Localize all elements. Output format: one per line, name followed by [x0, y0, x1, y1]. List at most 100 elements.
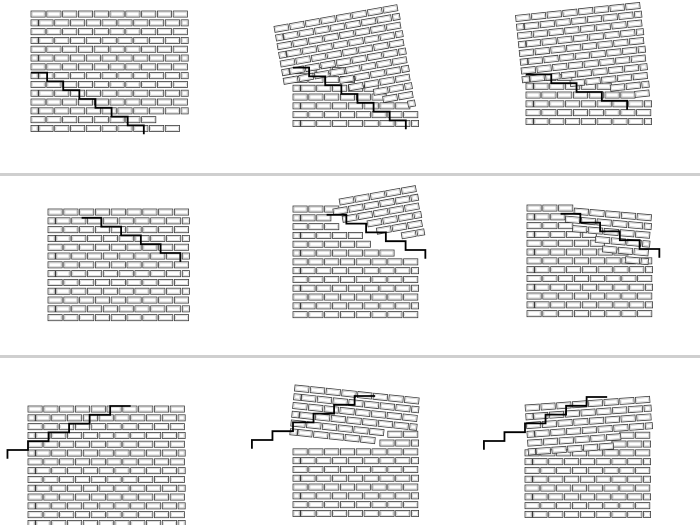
brick [310, 52, 327, 63]
brick [357, 210, 374, 221]
brick-inner [68, 521, 81, 525]
brick [324, 258, 340, 266]
brick [110, 296, 126, 304]
brick-inner [179, 450, 185, 456]
brick-inner [372, 467, 386, 472]
brick-inner [84, 450, 97, 456]
brick [307, 403, 324, 413]
brick-inner [118, 20, 132, 25]
brick [173, 278, 189, 286]
brick-inner [96, 209, 109, 215]
brick [574, 274, 590, 282]
brick-inner [293, 112, 307, 117]
brick-inner [614, 302, 628, 307]
brick [38, 125, 54, 132]
brick [161, 520, 177, 525]
brick-inner [574, 110, 587, 115]
brick-inner [163, 450, 176, 456]
brick-inner [603, 14, 617, 21]
brick [109, 81, 125, 88]
brick-inner [646, 267, 652, 272]
brick [344, 433, 361, 443]
brick [138, 475, 154, 483]
brick [300, 457, 316, 465]
brick-inner [387, 23, 400, 30]
brick-inner [39, 73, 53, 78]
brick-inner [583, 249, 596, 255]
brick-inner [155, 512, 168, 517]
brick [307, 35, 324, 45]
brick-inner [357, 449, 370, 454]
brick [627, 221, 644, 230]
brick-inner [362, 63, 375, 70]
brick-inner [546, 73, 560, 80]
brick-inner [527, 285, 534, 290]
brick [526, 292, 542, 300]
brick-inner [525, 477, 532, 482]
brick-inner [557, 503, 570, 508]
brick [376, 14, 393, 24]
brick [635, 502, 651, 510]
brick [377, 419, 394, 429]
brick-inner [388, 449, 402, 454]
brick-inner [31, 117, 45, 122]
brick [339, 93, 355, 101]
brick [558, 53, 575, 62]
brick-inner [174, 11, 187, 17]
brick-inner [612, 512, 626, 517]
brick [339, 258, 355, 266]
brick [71, 287, 87, 295]
brick-inner [143, 245, 157, 250]
brick-inner [107, 406, 121, 412]
brick-inner [372, 294, 386, 300]
brick [98, 414, 114, 422]
brick [118, 252, 134, 260]
brick [71, 217, 87, 225]
brick-inner [112, 262, 125, 267]
brick-inner [123, 494, 137, 500]
brick [379, 249, 395, 257]
brick [636, 413, 652, 422]
brick-inner [525, 22, 538, 29]
brick [574, 257, 590, 265]
brick-inner [325, 224, 338, 229]
brick [118, 234, 134, 242]
brick [395, 439, 411, 447]
brick-inner [44, 477, 58, 482]
brick [341, 47, 358, 57]
brick-inner [636, 503, 649, 508]
brick-inner [349, 83, 363, 90]
brick-inner [565, 27, 579, 34]
brick [599, 57, 615, 67]
brick [158, 243, 174, 251]
brick [403, 448, 419, 456]
brick-inner [535, 214, 549, 219]
brick [583, 59, 600, 68]
brick-inner [412, 286, 418, 291]
brick [173, 314, 189, 322]
brick-inner [76, 512, 89, 517]
brick-inner [100, 450, 113, 456]
brick-inner [301, 121, 315, 126]
brick [623, 64, 640, 73]
brick-inner [402, 231, 416, 238]
brick [376, 58, 392, 69]
brick-half [180, 19, 189, 27]
brick [30, 116, 46, 124]
brick [150, 234, 166, 242]
brick [395, 492, 411, 500]
brick [355, 483, 371, 491]
brick [51, 484, 67, 492]
brick-inner [64, 245, 78, 250]
brick [542, 437, 559, 446]
brick-inner [528, 440, 542, 446]
brick-inner [110, 64, 124, 69]
brick [363, 249, 379, 257]
brick [285, 48, 302, 58]
brick-inner [333, 250, 346, 256]
brick [609, 3, 625, 13]
brick-inner [115, 486, 129, 491]
brick [141, 116, 157, 124]
brick [573, 417, 589, 426]
brick [289, 20, 306, 31]
